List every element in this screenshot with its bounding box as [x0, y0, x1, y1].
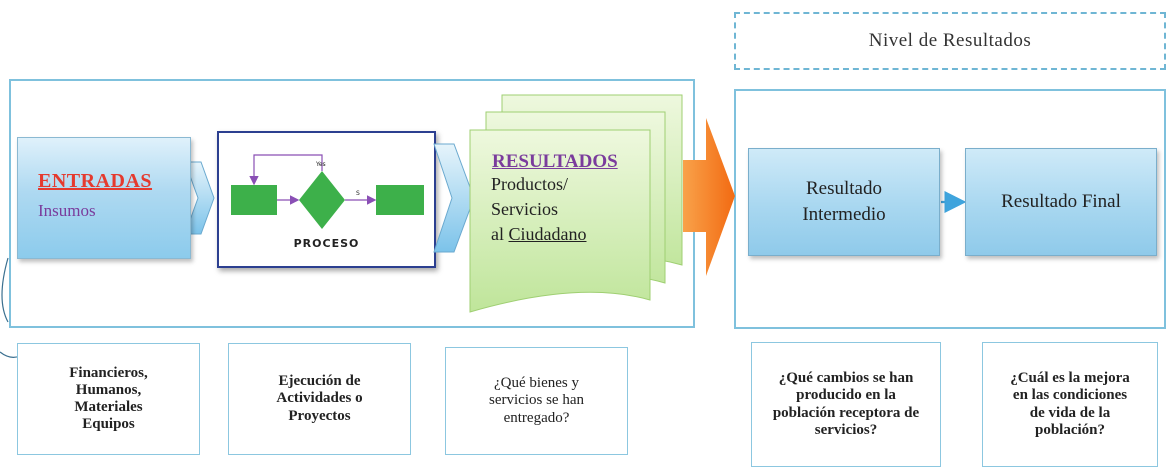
chevron-arrow-1 [184, 161, 215, 235]
results-frame [734, 89, 1166, 329]
resultados-line-ciudadano: al Ciudadano [491, 224, 587, 245]
nivel-de-resultados-label: Nivel de Resultados [734, 12, 1166, 70]
question-text-insumos: Financieros, Humanos, Materiales Equipos [69, 364, 148, 433]
flow-decision [299, 171, 345, 229]
question-box-productos: ¿Qué bienes y servicios se han entregado… [445, 347, 628, 455]
flow-si-label: S [356, 190, 360, 197]
resultados-title: RESULTADOS [492, 151, 618, 172]
resultados-line-prefix: al [491, 224, 509, 244]
orange-arrow [683, 118, 735, 276]
entradas-title: ENTRADAS [38, 170, 153, 192]
resultado-intermedio-line2: Intermedio [802, 204, 886, 225]
flow-yes-label: Yes [315, 161, 326, 168]
question-box-final: ¿Cuál es la mejora en las condiciones de… [982, 342, 1158, 467]
question-box-insumos: Financieros, Humanos, Materiales Equipos [17, 343, 200, 455]
document-stack-front [469, 129, 651, 313]
question-box-proceso: Ejecución de Actividades o Proyectos [228, 343, 411, 455]
question-text-productos: ¿Qué bienes y servicios se han entregado… [489, 375, 584, 426]
resultado-final-label: Resultado Final [1001, 191, 1121, 213]
nivel-text: Nivel de Resultados [868, 30, 1032, 51]
proceso-label: PROCESO [293, 237, 360, 250]
flow-step-left [231, 185, 277, 215]
question-text-final: ¿Cuál es la mejora en las condiciones de… [1010, 370, 1130, 438]
entradas-subtitle: Insumos [38, 201, 96, 220]
chevron-arrow-2 [433, 143, 475, 253]
question-text-intermedio: ¿Qué cambios se han producido en la pobl… [772, 370, 920, 438]
resultado-final-box: Resultado Final [965, 148, 1157, 256]
entradas-box [17, 137, 191, 259]
question-box-intermedio: ¿Qué cambios se han producido en la pobl… [751, 342, 941, 467]
resultados-line-servicios: Servicios [491, 199, 558, 219]
ciudadano-text: Ciudadano [508, 224, 587, 244]
resultado-intermedio-box: Resultado Intermedio [748, 148, 940, 256]
flow-step-right [376, 185, 424, 215]
left-curve-line [1, 257, 9, 323]
resultados-line-productos: Productos/ [491, 174, 569, 194]
question-text-proceso: Ejecución de Actividades o Proyectos [276, 373, 363, 424]
resultado-intermedio-line1: Resultado [805, 178, 882, 200]
